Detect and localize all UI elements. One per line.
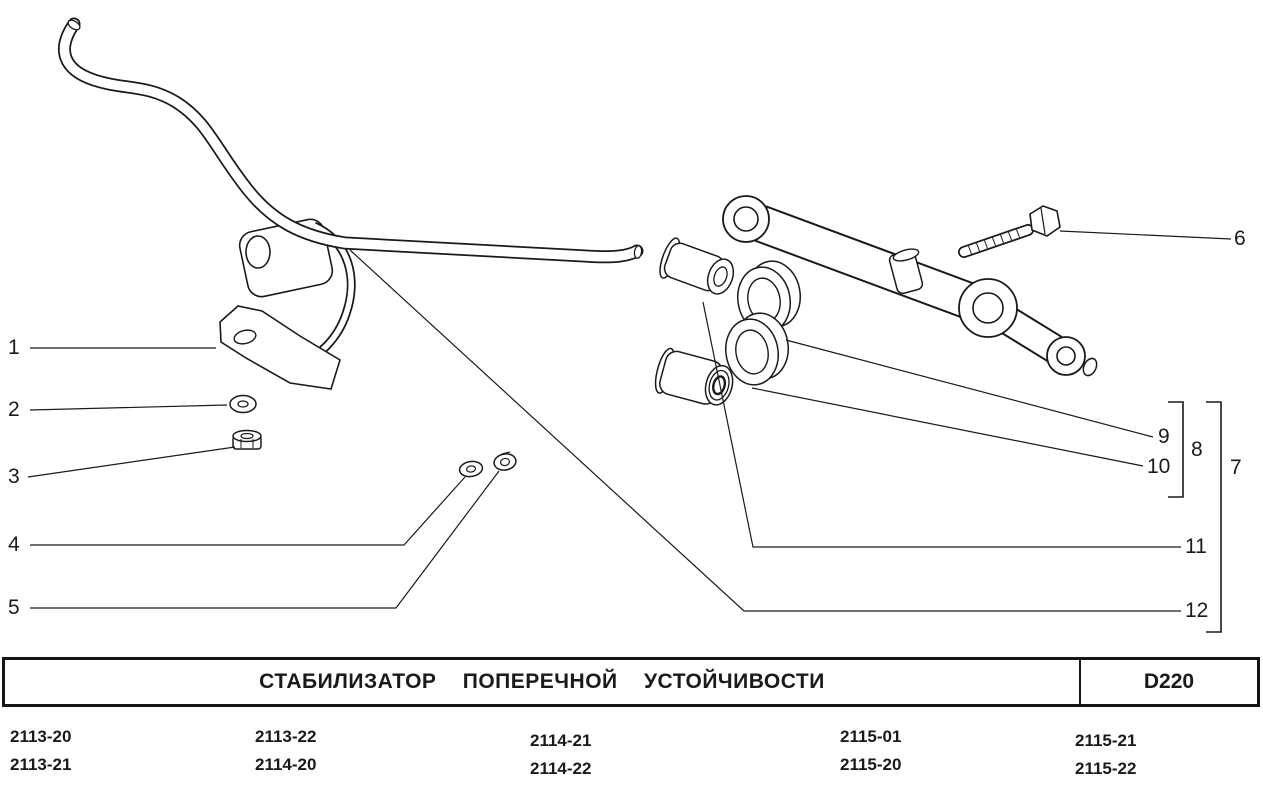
- diagram-code: D220: [1079, 660, 1257, 704]
- model-cell: 2114-21: [530, 731, 592, 750]
- model-cell: 2113-22: [255, 727, 317, 746]
- model-cell: 2115-21: [1075, 731, 1137, 750]
- model-cell: 2115-20: [840, 755, 902, 774]
- lock-washer: [493, 451, 517, 471]
- callout-3: 3: [8, 465, 20, 488]
- spacer-ring-lower: [725, 312, 789, 386]
- leader-line-2: [29, 404, 228, 411]
- leader-line-4: [30, 476, 466, 546]
- control-arm: [722, 195, 1098, 377]
- callout-brackets: [1168, 401, 1222, 633]
- table-title: СТАБИЛИЗАТОР ПОПЕРЕЧНОЙ УСТОЙЧИВОСТИ: [259, 670, 825, 693]
- callout-11: 11: [1185, 535, 1207, 558]
- bracket-group-8: [1168, 401, 1184, 498]
- model-cell: 2114-22: [530, 759, 592, 778]
- callout-6: 6: [1234, 227, 1246, 250]
- callout-9: 9: [1158, 425, 1170, 448]
- leader-line-11: [702, 301, 1181, 548]
- leader-line-12: [349, 249, 1181, 612]
- washer-flat: [458, 460, 484, 478]
- model-cell: 2114-20: [255, 755, 317, 774]
- washer-small: [229, 394, 257, 414]
- stabilizer-bushing-lower: [654, 347, 734, 406]
- stabilizer-bushing-upper: [659, 237, 735, 295]
- model-cell: 2113-20: [10, 727, 72, 746]
- leader-line-3: [27, 446, 236, 478]
- nut: [232, 429, 262, 450]
- technical-drawing: [27, 17, 1232, 633]
- bolt: [958, 205, 1061, 258]
- leader-line-5: [30, 470, 500, 609]
- parts-table-header: СТАБИЛИЗАТОР ПОПЕРЕЧНОЙ УСТОЙЧИВОСТИ D22…: [2, 657, 1260, 707]
- leader-line-6: [1059, 230, 1232, 240]
- model-cell: 2115-01: [840, 727, 902, 746]
- callout-4: 4: [8, 533, 20, 556]
- model-cell: 2113-21: [10, 755, 72, 774]
- clamp-bracket-flange: [219, 305, 341, 390]
- leader-line-9: [785, 339, 1154, 438]
- callout-12: 12: [1185, 599, 1209, 622]
- stabilizer-bar: [58, 17, 644, 264]
- callout-1: 1: [8, 336, 20, 359]
- callout-7: 7: [1230, 456, 1242, 479]
- callout-10: 10: [1147, 455, 1171, 478]
- leader-line-10: [751, 387, 1144, 467]
- callout-2: 2: [8, 398, 20, 421]
- leader-lines: [27, 230, 1232, 612]
- bracket-group-7: [1206, 401, 1222, 633]
- callout-8: 8: [1191, 438, 1203, 461]
- model-cell: 2115-22: [1075, 759, 1137, 778]
- callout-5: 5: [8, 596, 20, 619]
